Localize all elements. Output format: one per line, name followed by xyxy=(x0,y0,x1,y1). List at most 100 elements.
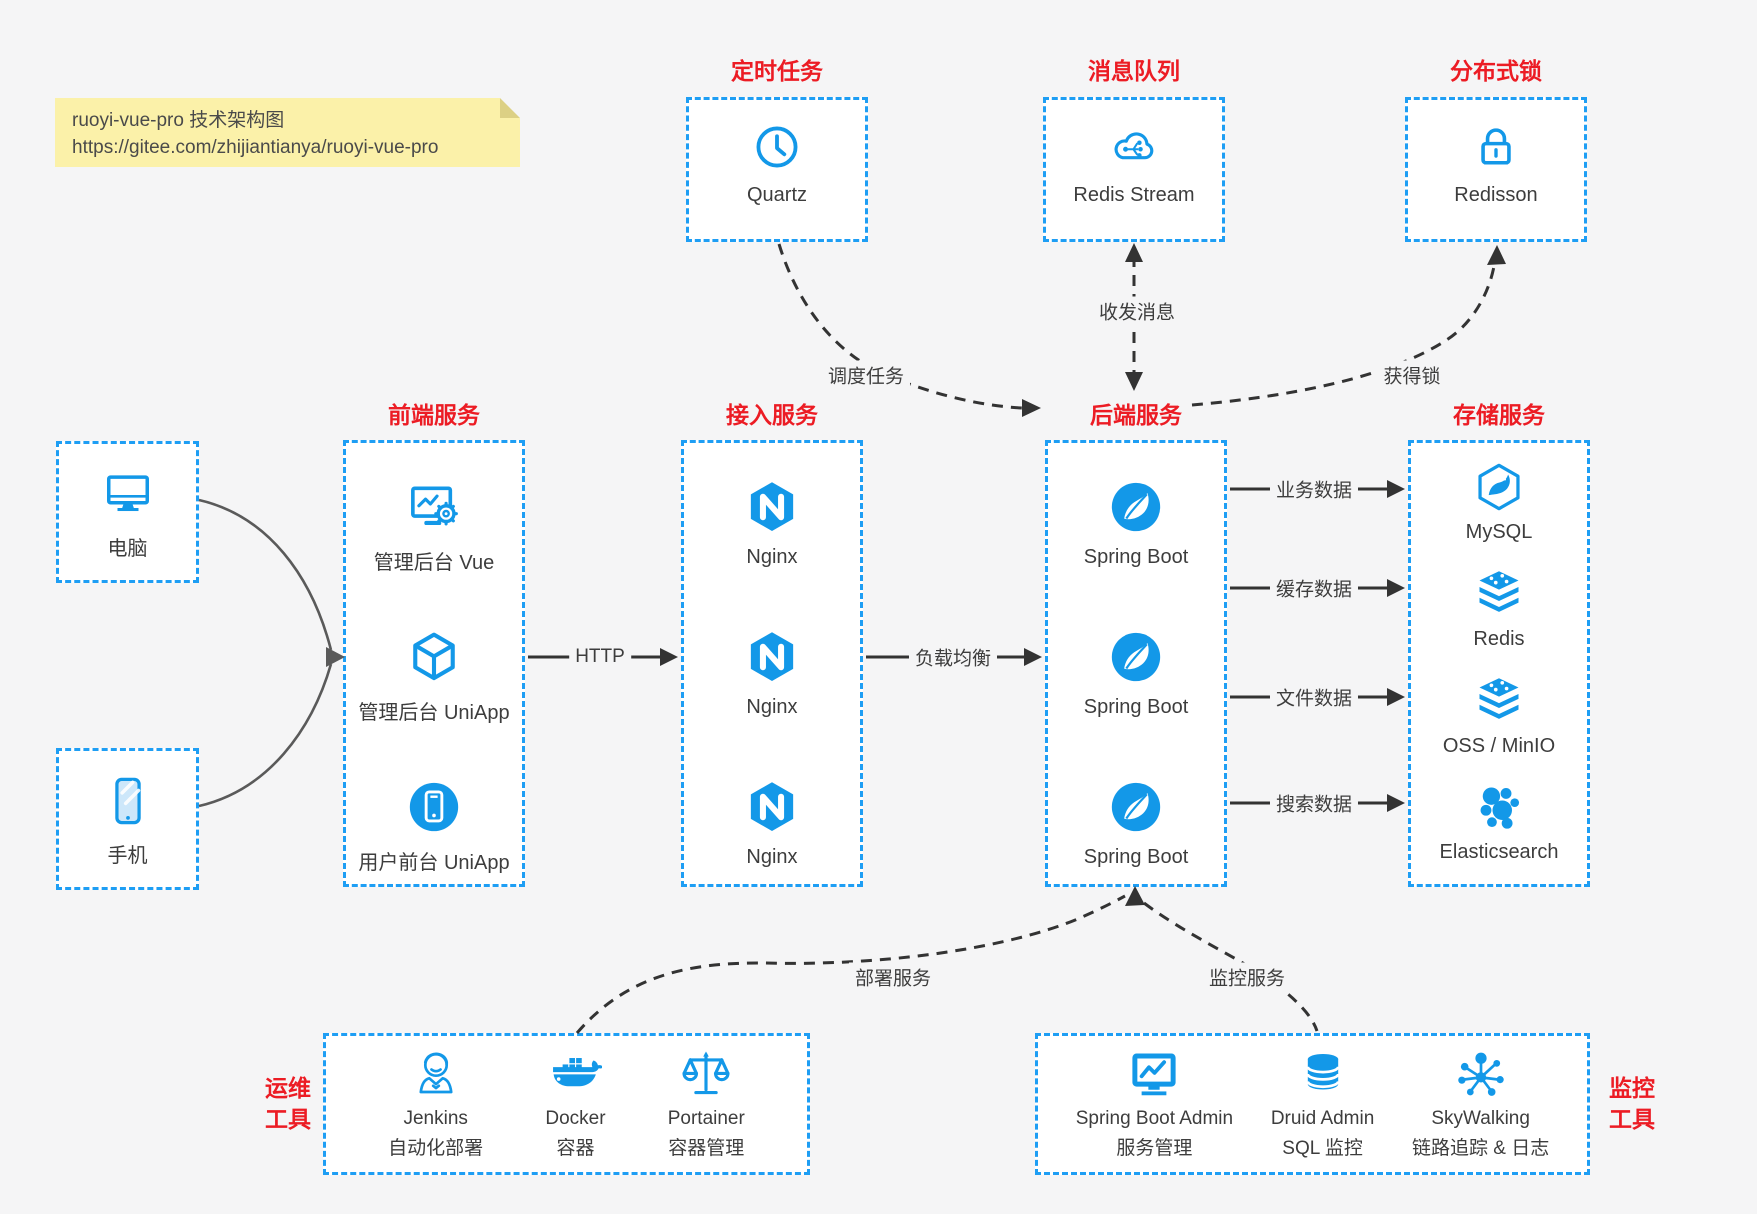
portainer-icon xyxy=(682,1051,730,1095)
business-data-label: 业务数据 xyxy=(1269,474,1359,504)
redis-stack-icon xyxy=(1473,568,1525,620)
phone-client-box: 手机 xyxy=(56,748,199,890)
elasticsearch-item: Elasticsearch xyxy=(1411,781,1587,864)
monitoring-label-line2: 工具 xyxy=(1609,1106,1655,1132)
nginx-label: Nginx xyxy=(746,846,798,868)
admin-vue-item: 管理后台 Vue xyxy=(346,478,522,575)
skywalking-name: SkyWalking xyxy=(1431,1108,1530,1129)
deploy-service-label: 部署服务 xyxy=(848,962,938,992)
monitoring-tools-side-label: 监控 工具 xyxy=(1609,1073,1655,1135)
search-data-arrowhead xyxy=(1387,794,1405,812)
monitoring-tools-box: Spring Boot Admin 服务管理 Druid Admin SQL 监… xyxy=(1035,1033,1590,1175)
nginx-icon xyxy=(743,628,801,686)
ops-label-line1: 运维 xyxy=(265,1075,311,1101)
phone-item: 手机 xyxy=(59,773,196,868)
spring-boot-item: Spring Boot xyxy=(1048,778,1224,869)
spring-boot-admin-desc: 服务管理 xyxy=(1116,1138,1193,1159)
nginx-label: Nginx xyxy=(746,696,798,718)
mysql-label: MySQL xyxy=(1465,521,1533,543)
group-title-mq: 消息队列 xyxy=(1088,58,1180,84)
group-title-frontend: 前端服务 xyxy=(388,402,480,428)
jenkins-item: Jenkins 自动化部署 xyxy=(388,1047,483,1161)
quartz-item: Quartz xyxy=(689,120,865,207)
ops-tools-box: Jenkins 自动化部署 Docker 容器 xyxy=(323,1033,810,1175)
business-data-arrowhead xyxy=(1387,480,1405,498)
desktop-item: 电脑 xyxy=(59,466,196,561)
frontend-services-box: 管理后台 Vue 管理后台 UniApp 用户前台 UniApp xyxy=(343,440,525,887)
nginx-item: Nginx xyxy=(684,478,860,569)
ops-label-line2: 工具 xyxy=(265,1106,311,1132)
clock-icon xyxy=(756,126,798,168)
skywalking-item: SkyWalking 链路追踪 & 日志 xyxy=(1412,1047,1549,1161)
deploy-service-arrowhead xyxy=(1125,886,1145,906)
spring-icon xyxy=(1107,778,1165,836)
skywalking-desc: 链路追踪 & 日志 xyxy=(1412,1138,1550,1159)
portainer-name: Portainer xyxy=(667,1108,745,1129)
message-arrowhead-up xyxy=(1125,243,1143,262)
elasticsearch-label: Elasticsearch xyxy=(1439,841,1559,863)
user-uniapp-item: 用户前台 UniApp xyxy=(346,778,522,875)
nginx-item: Nginx xyxy=(684,628,860,719)
distributed-lock-box: Redisson xyxy=(1405,97,1587,242)
database-icon xyxy=(1306,1053,1340,1090)
nginx-icon xyxy=(743,778,801,836)
redisson-label: Redisson xyxy=(1454,184,1538,206)
group-title-lock: 分布式锁 xyxy=(1450,58,1542,84)
docker-name: Docker xyxy=(545,1108,606,1129)
phone-icon xyxy=(114,777,141,825)
phone-label: 手机 xyxy=(107,845,148,867)
monitor-service-label: 监控服务 xyxy=(1202,962,1292,992)
acquire-lock-arrowhead xyxy=(1487,245,1506,265)
http-arrowhead xyxy=(660,648,678,666)
spring-icon xyxy=(1107,478,1165,536)
nginx-label: Nginx xyxy=(746,546,798,568)
elasticsearch-icon xyxy=(1480,787,1520,829)
nginx-icon xyxy=(743,478,801,536)
send-receive-message-label: 收发消息 xyxy=(1092,296,1182,326)
spring-boot-label: Spring Boot xyxy=(1083,546,1189,568)
note-url: https://gitee.com/zhijiantianya/ruoyi-vu… xyxy=(72,137,439,158)
search-data-label: 搜索数据 xyxy=(1269,788,1359,818)
monitoring-tools-row: Spring Boot Admin 服务管理 Druid Admin SQL 监… xyxy=(1038,1036,1587,1172)
cube-icon xyxy=(413,632,455,681)
group-title-storage: 存储服务 xyxy=(1453,402,1545,428)
cache-data-label: 缓存数据 xyxy=(1269,573,1359,603)
cache-data-arrowhead xyxy=(1387,579,1405,597)
sticky-note: ruoyi-vue-pro 技术架构图 https://gitee.com/zh… xyxy=(55,98,520,167)
redis-label: Redis xyxy=(1473,628,1525,650)
quartz-label: Quartz xyxy=(746,184,808,206)
oss-label: OSS / MinIO xyxy=(1442,735,1556,757)
redis-stack-icon xyxy=(1473,675,1525,727)
redis-stream-item: Redis Stream xyxy=(1046,120,1222,207)
spring-boot-label: Spring Boot xyxy=(1083,846,1189,868)
storage-services-box: MySQL Redis OSS / MinIO Elasticsearch xyxy=(1408,440,1590,887)
admin-uniapp-label: 管理后台 UniApp xyxy=(358,702,510,724)
cloud-queue-icon xyxy=(1114,132,1154,160)
docker-desc: 容器 xyxy=(556,1138,595,1159)
jenkins-desc: 自动化部署 xyxy=(388,1138,484,1159)
file-data-label: 文件数据 xyxy=(1269,682,1359,712)
portainer-desc: 容器管理 xyxy=(668,1138,745,1159)
jenkins-name: Jenkins xyxy=(403,1108,468,1129)
ops-tools-side-label: 运维 工具 xyxy=(265,1073,311,1135)
scheduled-task-box: Quartz xyxy=(686,97,868,242)
schedule-task-arrowhead xyxy=(1022,399,1041,417)
jenkins-icon xyxy=(419,1052,453,1094)
nginx-item: Nginx xyxy=(684,778,860,869)
user-uniapp-label: 用户前台 UniApp xyxy=(358,852,510,874)
backend-services-box: Spring Boot Spring Boot Spring Boot xyxy=(1045,440,1227,887)
redis-item: Redis xyxy=(1411,568,1587,651)
admin-uniapp-item: 管理后台 UniApp xyxy=(346,628,522,725)
ops-tools-row: Jenkins 自动化部署 Docker 容器 xyxy=(326,1036,807,1172)
spring-boot-label: Spring Boot xyxy=(1083,696,1189,718)
spring-boot-item: Spring Boot xyxy=(1048,478,1224,569)
desktop-label: 电脑 xyxy=(107,538,148,560)
desktop-to-frontend-curve xyxy=(198,498,333,651)
docker-item: Docker 容器 xyxy=(545,1047,606,1161)
load-balance-label: 负载均衡 xyxy=(908,642,998,672)
mysql-item: MySQL xyxy=(1411,461,1587,544)
schedule-task-label: 调度任务 xyxy=(821,360,911,390)
group-title-gateway: 接入服务 xyxy=(726,402,818,428)
druid-admin-item: Druid Admin SQL 监控 xyxy=(1271,1047,1374,1161)
